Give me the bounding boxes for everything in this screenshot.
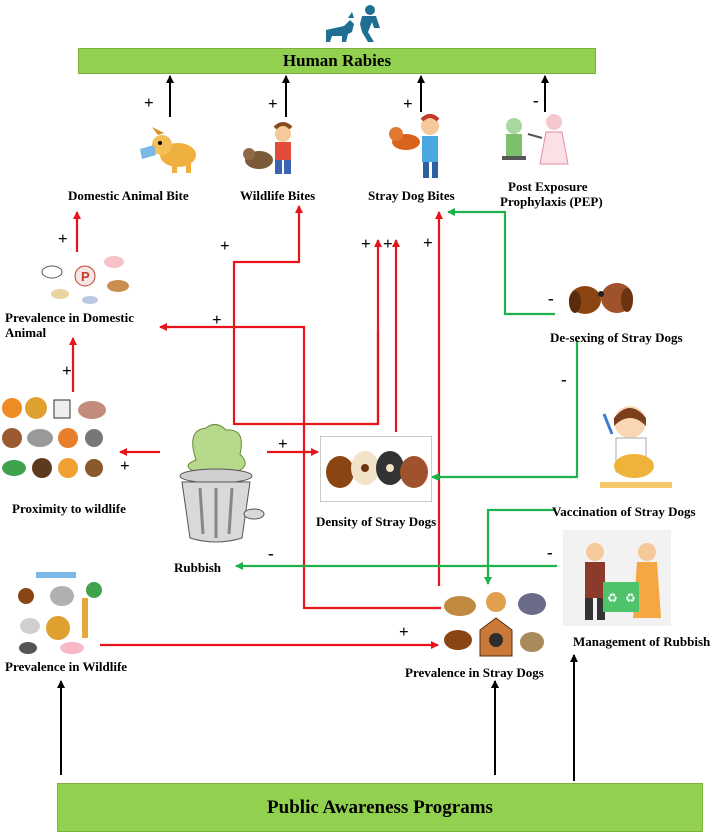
dog-biting-person-icon	[389, 114, 440, 178]
management-rubbish-label: Management of Rubbish	[573, 634, 711, 649]
sign-plus-density-stray: +	[383, 234, 393, 253]
sign-plus-rubbish-density: +	[278, 434, 288, 453]
sign-plus-wildlife: +	[268, 94, 278, 113]
desexing-label: De-sexing of Stray Dogs	[550, 330, 683, 345]
puppies-group-icon	[320, 436, 432, 502]
rubbish-label: Rubbish	[174, 560, 221, 575]
sign-plus-stray: +	[403, 94, 413, 113]
public-awareness-box: Public Awareness Programs	[57, 783, 703, 832]
human-rabies-label: Human Rabies	[282, 51, 392, 70]
wildlife-bites-label: Wildlife Bites	[240, 188, 316, 203]
arrow-loop-to-wildlife-bites	[232, 205, 380, 426]
arrow-desexing-to-density	[431, 340, 579, 481]
sign-plus-domestic: +	[144, 93, 154, 112]
recycling-people-icon: ♻ ♻	[563, 530, 671, 626]
arrow-desexing-to-stray-bites	[447, 208, 555, 316]
rubbish-bin-icon	[179, 424, 265, 543]
domestic-animals-cluster-icon: P	[41, 256, 129, 304]
sign-plus-wildlife-stray: +	[399, 622, 409, 641]
sign-minus-vaccination: -	[547, 543, 553, 562]
person-dog-silhouette-icon	[326, 5, 380, 42]
prevalence-stray-label: Prevalence in Stray Dogs	[405, 665, 544, 680]
wild-animals-grid-icon	[2, 397, 106, 478]
sign-plus-loop-wildlife: +	[220, 236, 230, 255]
density-stray-dogs-label: Density of Stray Dogs	[316, 514, 437, 529]
svg-text:♻: ♻	[607, 591, 618, 605]
svg-text:P: P	[81, 269, 90, 284]
sign-plus-proximity: +	[62, 361, 72, 380]
sign-plus-to-prev-domestic: +	[212, 310, 222, 329]
stray-dogs-cluster-icon	[444, 592, 546, 657]
animal-biting-boy-icon	[243, 122, 293, 174]
public-awareness-label: Public Awareness Programs	[267, 796, 493, 818]
dog-biting-hand-icon	[140, 127, 196, 173]
sign-minus-desexing-density: -	[561, 370, 567, 389]
prevalence-domestic-label-line1: Prevalence in Domestic	[5, 310, 134, 325]
pep-label-line1: Post Exposure	[508, 179, 588, 194]
stray-dog-bites-label: Stray Dog Bites	[368, 188, 455, 203]
human-rabies-box: Human Rabies	[78, 48, 596, 74]
vaccination-doctor-icon	[502, 114, 569, 165]
prevalence-domestic-label-line2: Animal	[5, 325, 47, 340]
prevalence-wildlife-label: Prevalence in Wildlife	[5, 659, 128, 674]
vaccination-label: Vaccination of Stray Dogs	[552, 504, 696, 519]
vet-vaccinating-dog-icon	[600, 406, 672, 488]
pep-label-line2: Prophylaxis (PEP)	[500, 194, 603, 209]
sign-plus-prev-domestic: +	[58, 229, 68, 248]
arrow-vaccination-to-prev-stray	[484, 508, 556, 585]
wildlife-animals-icon	[18, 572, 102, 654]
proximity-wildlife-label: Proximity to wildlife	[12, 501, 126, 516]
sign-plus-prev-stray-bites: +	[423, 233, 433, 252]
sign-minus-desexing-bites: -	[548, 289, 554, 308]
svg-text:♻: ♻	[625, 591, 636, 605]
domestic-animal-bite-label: Domestic Animal Bite	[68, 188, 189, 203]
sign-minus-pep: -	[533, 91, 539, 110]
sign-plus-loop-stray: +	[361, 234, 371, 253]
puppies-kissing-icon	[569, 283, 633, 314]
sign-plus-rubbish-proximity: +	[120, 456, 130, 475]
sign-minus-management: -	[268, 544, 274, 563]
arrow-prev-stray-to-prev-domestic	[159, 323, 441, 610]
